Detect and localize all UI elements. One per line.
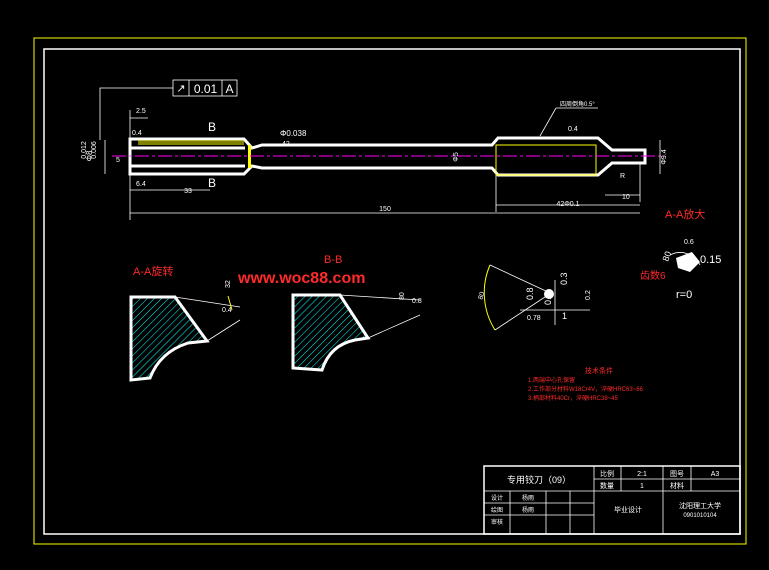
school-name: 沈阳理工大学 — [679, 501, 721, 510]
drafter-value: 杨雨 — [522, 506, 534, 514]
aa-dim-32: 32 — [225, 280, 232, 288]
student-number: 0901010104 — [683, 513, 717, 519]
section-aa-enlarge-title: A-A放大 — [665, 207, 705, 221]
material-label: 材料 — [670, 481, 684, 490]
detail-dim-1: 1 — [562, 311, 567, 321]
dim-left-upper: 0.012 — [81, 141, 88, 159]
dim-right-r: R — [620, 173, 625, 180]
dim-right-0-4: 0.4 — [568, 126, 578, 133]
bb-dim-0-8: 0.8 — [412, 298, 422, 305]
geometric-tolerance-frame: ↗ 0.01 A — [99, 79, 238, 140]
enlarge-dim-0-6: 0.6 — [684, 239, 694, 246]
dim-0-4: 0.4 — [132, 130, 142, 137]
detail-dim-0-1: 0.1 — [543, 292, 553, 305]
aa-dim-0-4: 0.4 — [222, 307, 232, 314]
drawing-no-label: 图号 — [670, 470, 684, 478]
enlarge-r0: r=0 — [676, 289, 692, 301]
dim-2-5: 2.5 — [136, 108, 146, 115]
dim-right-10: 10 — [622, 194, 630, 201]
tolerance-datum: A — [225, 82, 233, 96]
reamer-main-view — [104, 107, 665, 220]
detail-view-center: 0.3 0.2 0.8 0.1 1 0.78 80 — [477, 264, 592, 331]
detail-dim-0-8: 0.8 — [525, 287, 535, 300]
section-aa-rotated: 0.4 32 — [129, 280, 241, 382]
chamfer-note: 四周倒角0.5° — [560, 100, 595, 108]
enlarge-dim-0-15: 0.15 — [700, 254, 721, 266]
tolerance-value: 0.01 — [194, 82, 218, 96]
drawing-name: 专用铰刀（09） — [507, 474, 571, 485]
dim-right-dia: Φ9.4 — [661, 149, 668, 164]
qty-label: 数量 — [600, 481, 614, 490]
section-b-mark-bottom: B — [208, 176, 216, 190]
dim-6-4: 6.4 — [136, 181, 146, 188]
enlarge-teeth-count: 齿数6 — [640, 269, 666, 282]
bb-dim-80: 80 — [399, 292, 406, 300]
watermark: www.woc88.com — [237, 270, 365, 287]
tech-req-item-3: 3.柄部材料40Cr，淬硬HRC38~45 — [528, 394, 619, 402]
outer-frame — [33, 37, 747, 545]
dim-42: 42 — [282, 141, 290, 148]
section-bb: 0.8 80 — [291, 292, 422, 372]
section-bb-title: B-B — [324, 254, 342, 266]
title-block: 专用铰刀（09） 比例 2:1 图号 A3 数量 1 材料 设计 杨雨 绘图 杨… — [483, 465, 741, 535]
enlarge-dim-80: 80 — [660, 250, 673, 263]
detail-dim-0-78: 0.78 — [527, 315, 541, 322]
tech-req-title: 技术条件 — [585, 366, 613, 375]
section-aa-enlarged: 0.6 0.15 齿数6 r=0 80 — [640, 239, 721, 301]
scale-label: 比例 — [600, 469, 614, 478]
dim-right-length: 42Φ0.1 — [556, 201, 579, 208]
drawing-no-value: A3 — [711, 471, 720, 478]
inner-frame — [43, 48, 741, 535]
scale-value: 2:1 — [637, 471, 647, 478]
dim-150: 150 — [379, 206, 391, 213]
dim-5: 5 — [116, 157, 120, 164]
drafter-label: 绘图 — [491, 506, 503, 514]
detail-dim-0-2: 0.2 — [585, 290, 592, 300]
designer-label: 设计 — [491, 494, 503, 502]
runout-symbol: ↗ — [176, 83, 185, 95]
qty-value: 1 — [640, 483, 644, 490]
designer-value: 杨雨 — [522, 494, 534, 502]
detail-dim-0-3: 0.3 — [559, 272, 569, 285]
dim-left-prefix: Φ8 — [85, 150, 94, 161]
tech-req-item-1: 1.两端中心孔保留 — [528, 376, 575, 384]
section-aa-rotate-title: A-A旋转 — [133, 264, 173, 278]
dim-left-lower: 0.006 — [91, 141, 98, 159]
tech-req-item-2: 2.工作部分材料W18Cr4V，淬硬HRC63~66 — [528, 385, 644, 393]
technical-requirements: 技术条件 1.两端中心孔保留 2.工作部分材料W18Cr4V，淬硬HRC63~6… — [528, 366, 644, 402]
project-type: 毕业设计 — [614, 505, 642, 514]
detail-dim-80: 80 — [477, 291, 486, 301]
checker-label: 审核 — [491, 518, 503, 526]
dim-33: 33 — [184, 188, 192, 195]
dim-dia-038: Φ0.038 — [280, 129, 307, 138]
dim-mid: Φ5 — [453, 152, 460, 162]
section-b-mark-top: B — [208, 120, 216, 134]
